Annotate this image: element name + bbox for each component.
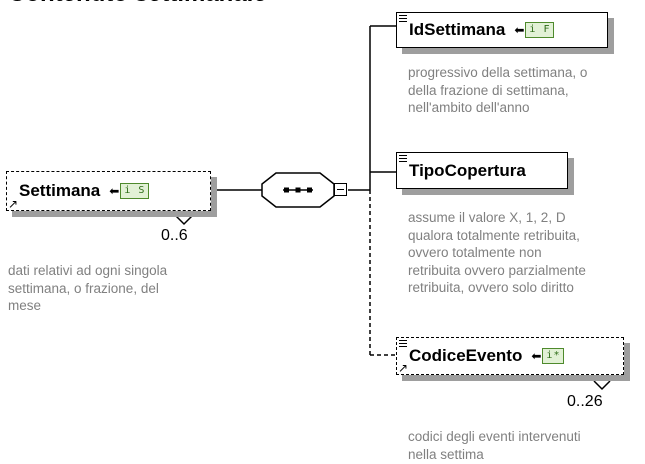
description-line: assume il valore X, 1, 2, D — [408, 210, 566, 225]
type-badge-group: ⬅ i* — [531, 348, 565, 364]
simple-type-icon — [399, 155, 407, 162]
description-line: qualora totalmente retribuita, — [408, 227, 580, 243]
description-line: della frazione di settimana, — [408, 82, 569, 98]
type-badge-group: ⬅ i F — [514, 22, 555, 38]
description-line: retribuita, ovvero solo diritto — [408, 280, 574, 295]
description-line: codici degli eventi intervenuti — [408, 429, 581, 444]
occurrence-label: 0..6 — [161, 227, 188, 244]
element-description: assume il valore X, 1, 2, D qualora tota… — [408, 209, 586, 297]
collapse-toggle-sequence[interactable] — [334, 183, 347, 196]
description-line: mese — [8, 298, 42, 313]
type-badge: i F — [525, 22, 555, 38]
simple-type-icon — [399, 340, 407, 347]
element-tipocopertura[interactable]: TipoCopertura — [396, 152, 568, 189]
element-name: IdSettimana — [409, 20, 506, 39]
type-badge: i S — [120, 183, 150, 199]
reference-arrow-icon: ↗ — [8, 197, 19, 211]
type-badge: i* — [542, 348, 565, 364]
element-codiceevento[interactable]: ↗ CodiceEvento ⬅ i* — [396, 337, 624, 375]
occurrence-label: 0..26 — [567, 393, 603, 410]
simple-type-icon — [399, 15, 407, 22]
element-name: Settimana — [19, 181, 101, 200]
element-name: TipoCopertura — [409, 160, 526, 180]
element-settimana[interactable]: ↗ Settimana ⬅ i S — [6, 171, 211, 211]
type-badge-group: ⬅ i S — [109, 183, 150, 199]
description-line: nell'ambito dell'anno — [408, 100, 530, 115]
inherit-arrow-icon: ⬅ — [531, 349, 542, 363]
element-idsettimana[interactable]: IdSettimana ⬅ i F — [396, 12, 608, 48]
description-line: nella settima — [408, 446, 484, 462]
element-description: progressivo della settimana, o della fra… — [408, 64, 587, 117]
description-line: ovvero totalmente non — [408, 245, 542, 260]
description-line: settimana, o frazione, del — [8, 280, 159, 296]
cropped-header-text: Contenuto settimanale — [8, 0, 267, 8]
element-description: codici degli eventi intervenuti nella se… — [408, 428, 581, 463]
reference-arrow-icon: ↗ — [398, 361, 409, 375]
inherit-arrow-icon: ⬅ — [514, 23, 525, 37]
inherit-arrow-icon: ⬅ — [109, 184, 120, 198]
description-line: progressivo della settimana, o — [408, 65, 588, 80]
element-description: dati relativi ad ogni singola settimana,… — [8, 262, 167, 315]
description-line: retribuita ovvero parzialmente — [408, 262, 586, 278]
element-name: CodiceEvento — [409, 346, 523, 365]
description-line: dati relativi ad ogni singola — [8, 263, 168, 278]
